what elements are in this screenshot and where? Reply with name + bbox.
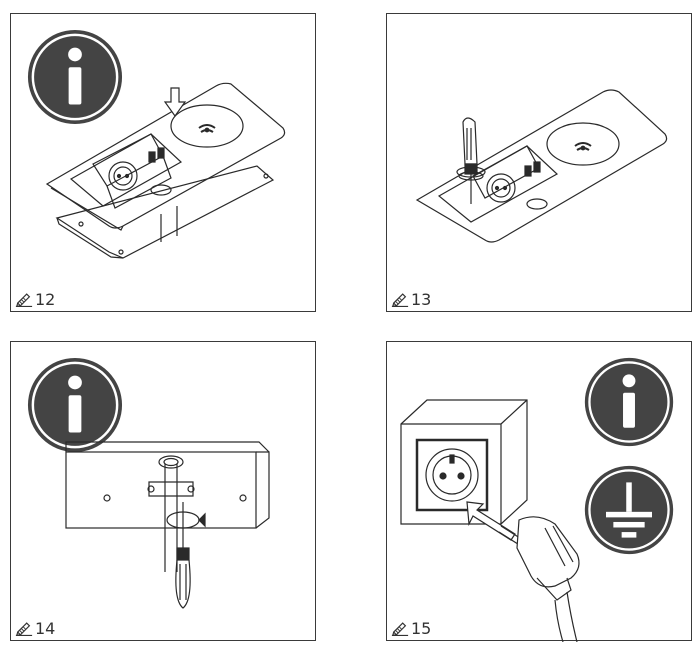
figure-panel-14: 14 [10,341,316,641]
figure-panel-13: 13 [386,13,692,312]
figure-label: 15 [391,619,431,638]
illustration-clamp-tightening [65,441,270,609]
illustration-screwdriver-fixing [415,89,668,243]
pencil-icon [391,292,409,307]
figure-number: 13 [411,290,432,309]
figure-label: 13 [391,290,431,309]
figure-panel-12: 12 [10,13,316,312]
illustration-plug-connection [400,399,580,642]
pencil-icon [15,292,33,307]
pencil-icon [391,621,409,636]
figure-number: 15 [411,619,432,638]
figure-number: 14 [35,619,56,638]
figure-number: 12 [35,290,56,309]
pencil-icon [15,621,33,636]
figure-panel-15: 15 [386,341,692,642]
illustration-socket-insertion [45,82,286,259]
figure-label: 12 [15,290,55,309]
figure-label: 14 [15,619,55,638]
